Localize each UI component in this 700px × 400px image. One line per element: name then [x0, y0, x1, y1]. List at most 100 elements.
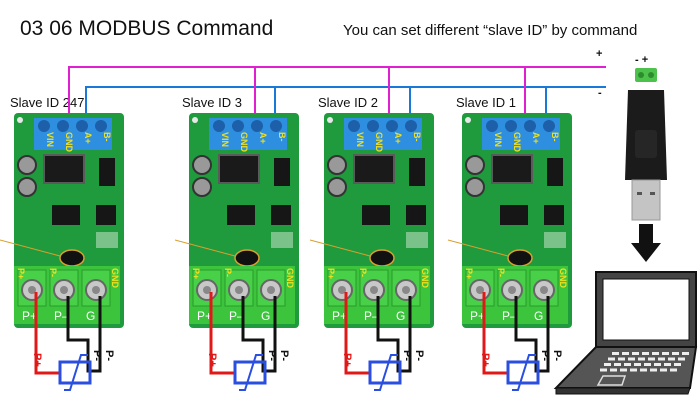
temp-sensor-chip — [234, 249, 260, 267]
keyboard-key — [650, 368, 657, 372]
terminal-mark: P+ — [464, 268, 474, 279]
terminal-print: P– — [54, 309, 69, 323]
down-arrow-icon — [631, 224, 661, 262]
adapter-screw — [648, 72, 654, 78]
ic-chip — [362, 205, 390, 225]
keyboard-key — [660, 368, 667, 372]
keyboard-key — [634, 363, 641, 366]
adapter-terminal-block — [635, 68, 657, 82]
keyboard-key — [618, 357, 625, 361]
pointer-line — [447, 239, 509, 257]
terminal-screw — [95, 120, 107, 132]
keyboard-key — [600, 368, 607, 372]
terminal-print: P+ — [197, 309, 212, 323]
keyboard-key — [682, 352, 689, 355]
wire-positive — [34, 292, 60, 375]
keyboard-key — [628, 357, 635, 361]
screw-head — [235, 286, 243, 294]
slave-label-1: Slave ID 1 — [456, 95, 516, 110]
wire-label-positive: P+ — [341, 353, 353, 367]
terminal-mark: P- — [358, 268, 368, 277]
terminal-mark: GND — [558, 268, 568, 289]
terminal-label-bminus: B- — [412, 132, 422, 142]
terminal-label-aplus: A+ — [258, 132, 268, 144]
ic-chip — [99, 158, 115, 186]
adapter-logo-recess — [635, 130, 657, 158]
wire-label-negative: P- — [266, 350, 278, 361]
terminal-mark: P- — [223, 268, 233, 277]
wire-label-negative: P- — [91, 350, 103, 361]
smd-pads — [96, 232, 118, 248]
bus-plus-label: + — [596, 48, 603, 60]
terminal-label-aplus: A+ — [531, 132, 541, 144]
temp-sensor-chip — [507, 249, 533, 267]
thermistor-slash — [239, 354, 263, 391]
terminal-print: P+ — [470, 309, 485, 323]
ic-chip — [227, 205, 255, 225]
thermistor-icon — [368, 360, 402, 385]
terminal-label-bminus: B- — [550, 132, 560, 142]
mount-hole — [192, 117, 198, 123]
screw-head — [92, 286, 100, 294]
ic-chip — [544, 205, 564, 225]
terminal-screw — [251, 120, 263, 132]
page-title: 03 06 MODBUS Command — [20, 17, 274, 40]
terminal-label-gnd: GND — [239, 132, 249, 153]
smd-pads — [271, 232, 293, 248]
wire-label-negative: P- — [401, 350, 413, 361]
smd-pads — [544, 232, 566, 248]
keyboard-key — [662, 352, 669, 355]
wire-ground — [90, 296, 102, 373]
terminal-screw — [232, 120, 244, 132]
terminal-screw — [367, 120, 379, 132]
terminal-label-aplus: A+ — [83, 132, 93, 144]
keyboard-key — [670, 368, 677, 372]
thermistor-slash — [64, 354, 88, 391]
keyboard-key — [620, 368, 627, 372]
terminal-screw — [270, 120, 282, 132]
terminal-screw — [348, 120, 360, 132]
keyboard-key — [614, 363, 621, 366]
terminal-label-bminus: B- — [102, 132, 112, 142]
wire-label-negative: P- — [551, 350, 563, 361]
keyboard-key — [642, 352, 649, 355]
wire-label-negative: P- — [539, 350, 551, 361]
keyboard-key — [674, 363, 681, 366]
thermistor-icon — [233, 360, 267, 385]
terminal-print: P+ — [332, 309, 347, 323]
terminal-mark: P- — [48, 268, 58, 277]
terminal-label-vin: VIN — [220, 132, 230, 147]
keyboard-key — [672, 352, 679, 355]
keyboard-key — [664, 363, 671, 366]
slave-label-247: Slave ID 247 — [10, 95, 85, 110]
usb-plug — [631, 179, 661, 221]
keyboard-key — [608, 357, 615, 361]
ic-chip — [96, 205, 116, 225]
screw-head — [60, 286, 68, 294]
adapter-terminal-label: - + — [635, 54, 649, 66]
mount-hole — [17, 117, 23, 123]
screw-head — [370, 286, 378, 294]
ic-chip — [271, 205, 291, 225]
thermistor-slash — [374, 354, 398, 391]
terminal-label-gnd: GND — [374, 132, 384, 153]
wire-positive — [344, 292, 370, 375]
capacitor — [465, 155, 485, 175]
ic-chip — [547, 158, 563, 186]
usb-rs485-adapter — [625, 68, 667, 221]
capacitor — [192, 177, 212, 197]
screw-head — [267, 286, 275, 294]
smd-pads — [406, 232, 428, 248]
screw-head — [338, 286, 346, 294]
terminal-label-bminus: B- — [277, 132, 287, 142]
laptop-screen — [602, 278, 690, 341]
keyboard-key — [640, 368, 647, 372]
page-subtitle: You can set different “slave ID” by comm… — [343, 22, 638, 39]
terminal-label-vin: VIN — [45, 132, 55, 147]
terminal-print: P– — [229, 309, 244, 323]
slave-label-2: Slave ID 2 — [318, 95, 378, 110]
temp-sensor-chip — [369, 249, 395, 267]
